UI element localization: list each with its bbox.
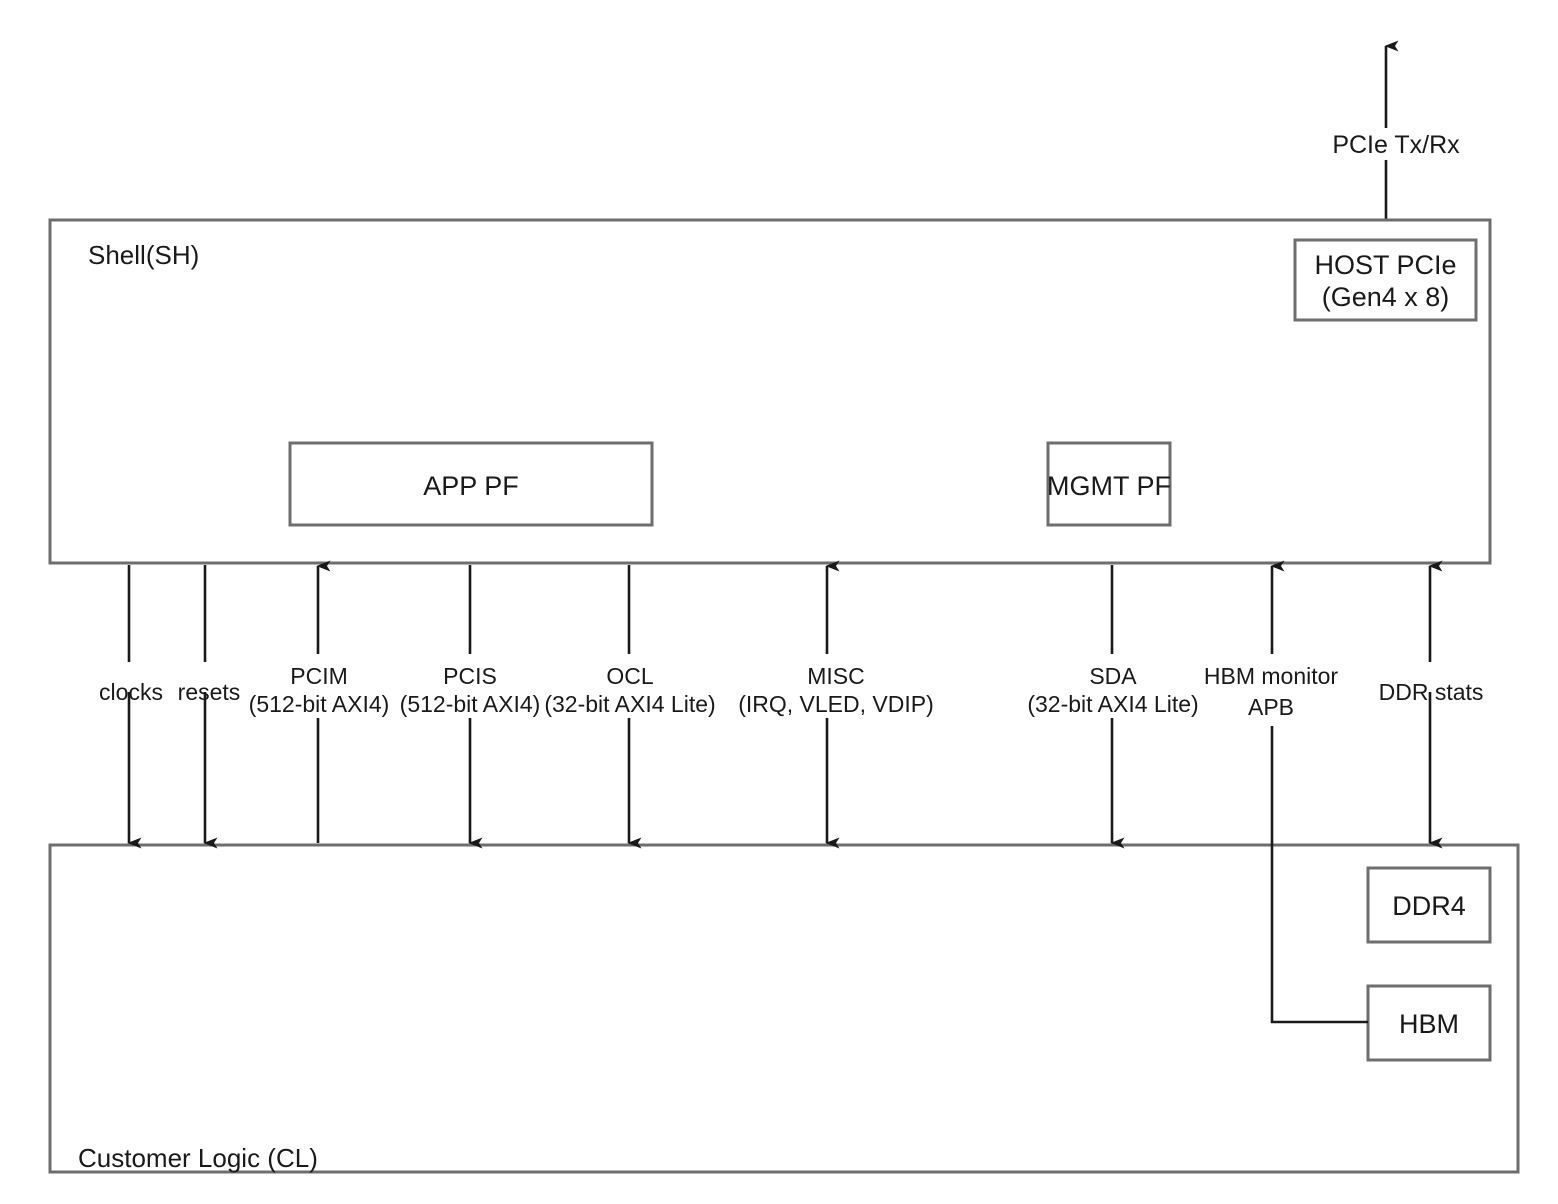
customer-logic-label: Customer Logic (CL): [78, 1143, 318, 1173]
pcim-label-backdrop: [252, 654, 386, 718]
customer-logic-container: Customer Logic (CL): [48, 843, 1520, 1174]
ddr-stats-name-label: DDR stats: [1379, 679, 1484, 705]
ddr-stats-label-backdrop: [1372, 662, 1490, 692]
pcie-label-backdrop: [1330, 128, 1450, 160]
hbm-block: HBM: [1366, 984, 1492, 1062]
clocks-name-label: clocks: [99, 679, 163, 705]
sda-label-backdrop: [1028, 654, 1199, 718]
resets-name-label: resets: [178, 679, 241, 705]
hbm-label: HBM: [1399, 1009, 1459, 1039]
clocks-label-backdrop: [94, 662, 166, 692]
misc-label-backdrop: [740, 654, 932, 718]
resets-label-backdrop: [172, 662, 242, 692]
host-pcie-block: HOST PCIe (Gen4 x 8): [1293, 238, 1478, 322]
mgmt-pf-label: MGMT PF: [1047, 471, 1171, 501]
host-pcie-label-line2: (Gen4 x 8): [1322, 282, 1450, 312]
ddr4-box: [1366, 866, 1492, 944]
hbm-monitor-name-label: HBM monitor: [1204, 663, 1339, 689]
sda-spec-label: (32-bit AXI4 Lite): [1027, 691, 1198, 717]
mgmt-pf-block: MGMT PF: [1046, 441, 1172, 527]
misc-name-label: MISC: [807, 663, 865, 689]
shell-box: [48, 218, 1492, 565]
interface-hbm-monitor: HBM monitor APB: [1204, 560, 1368, 1024]
ocl-label-backdrop: [547, 654, 714, 718]
interface-resets: resets: [172, 565, 242, 849]
hbm-monitor-label-backdrop: [1210, 654, 1358, 726]
interface-pcis: PCIS (512-bit AXI4): [400, 565, 541, 849]
interface-sda: SDA (32-bit AXI4 Lite): [1027, 565, 1199, 849]
ddr4-label: DDR4: [1392, 891, 1466, 921]
pcis-label-backdrop: [403, 654, 537, 718]
pcim-spec-label: (512-bit AXI4): [249, 691, 390, 717]
ocl-name-label: OCL: [606, 663, 654, 689]
interface-ocl: OCL (32-bit AXI4 Lite): [544, 565, 716, 849]
host-pcie-label-line1: HOST PCIe: [1314, 250, 1456, 280]
interface-clocks: clocks: [94, 565, 166, 849]
interface-ddr-stats: DDR stats: [1372, 560, 1490, 849]
pcim-name-label: PCIM: [290, 663, 348, 689]
host-pcie-box: [1293, 238, 1478, 322]
mgmt-pf-box: [1046, 441, 1172, 527]
hbm-monitor-spec-label: APB: [1248, 694, 1294, 720]
pcie-txrx-label: PCIe Tx/Rx: [1332, 131, 1460, 159]
ocl-spec-label: (32-bit AXI4 Lite): [544, 691, 715, 717]
ddr4-block: DDR4: [1366, 866, 1492, 944]
interface-misc: MISC (IRQ, VLED, VDIP): [738, 560, 934, 849]
pcis-name-label: PCIS: [443, 663, 497, 689]
shell-container: Shell(SH): [48, 218, 1492, 565]
app-pf-label: APP PF: [423, 471, 519, 501]
misc-spec-label: (IRQ, VLED, VDIP): [738, 691, 934, 717]
sda-name-label: SDA: [1089, 663, 1137, 689]
customer-logic-box: [48, 843, 1520, 1174]
app-pf-box: [288, 441, 654, 527]
interface-pcim: PCIM (512-bit AXI4): [249, 560, 390, 843]
pcis-spec-label: (512-bit AXI4): [400, 691, 541, 717]
app-pf-block: APP PF: [288, 441, 654, 527]
pcie-external-link: PCIe Tx/Rx: [1330, 40, 1460, 238]
shell-label: Shell(SH): [88, 240, 199, 270]
